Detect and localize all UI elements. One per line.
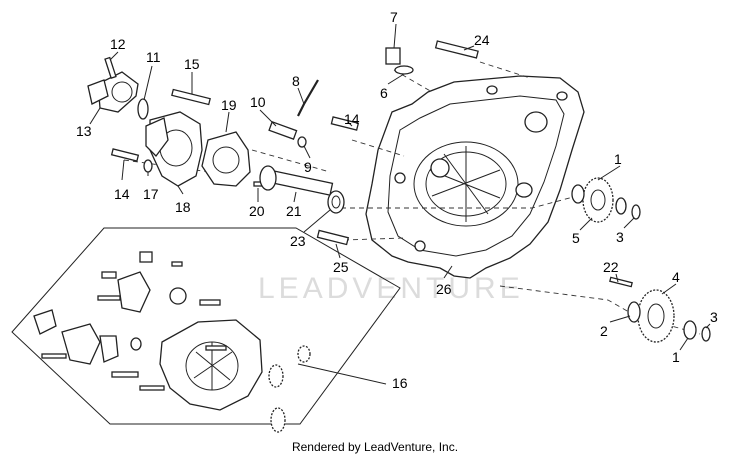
callout-20: 20 [249,203,265,219]
hose-8[interactable] [297,79,319,117]
plug-7[interactable] [385,47,401,65]
callout-8: 8 [292,73,300,89]
callout-5: 5 [572,230,580,246]
washer-1a2[interactable] [615,197,627,215]
callout-25: 25 [333,259,349,275]
pin-22[interactable] [609,276,633,288]
callout-1b: 1 [672,349,680,365]
watermark-text: LEADVENTURE [258,272,524,305]
callout-11: 11 [146,49,161,65]
callout-10: 10 [250,94,266,110]
callout-14a: 14 [114,186,130,202]
callout-2: 2 [600,323,608,339]
callout-18: 18 [175,199,191,215]
bolt-15[interactable] [171,88,211,106]
washer-1a[interactable] [571,184,585,204]
callout-16: 16 [392,375,408,391]
washer-1b[interactable] [683,320,697,340]
gasket-plate[interactable] [145,117,169,157]
washer-2[interactable] [627,301,641,323]
gasket-19[interactable] [201,131,251,187]
circlip-3b[interactable] [701,326,711,342]
callout-19: 19 [221,97,237,113]
callout-23: 23 [290,233,306,249]
assembly-inset-16[interactable] [11,227,401,433]
circlip-3a[interactable] [631,204,641,220]
callout-1a: 1 [614,151,622,167]
render-credit: Rendered by LeadVenture, Inc. [291,440,459,454]
bolt-25[interactable] [316,229,350,246]
callout-9: 9 [304,159,312,175]
callout-3a: 3 [616,229,624,245]
o-ring-6[interactable] [394,65,414,75]
o-ring-11[interactable] [137,98,149,120]
callout-17: 17 [143,186,159,202]
washer-9[interactable] [297,136,307,148]
callout-3b: 3 [710,309,718,325]
callout-13: 13 [76,123,92,139]
callout-12: 12 [110,36,126,52]
callout-15: 15 [184,56,200,72]
bolt-24[interactable] [434,40,479,59]
bolt-14b[interactable] [330,116,360,131]
callout-7: 7 [390,9,398,25]
callout-4: 4 [672,269,680,285]
pump-housing-13[interactable] [87,71,139,113]
gear-4[interactable] [637,289,675,343]
callout-24: 24 [474,32,490,48]
callout-21: 21 [286,203,302,219]
callout-labels: 12 11 13 15 19 10 8 9 14 7 6 24 17 14 18… [76,9,718,391]
gear-5[interactable] [582,177,614,223]
bolt-14a[interactable] [110,148,140,162]
fitting-10[interactable] [268,120,298,140]
shaft-21[interactable] [259,165,334,196]
clutch-cover[interactable] [365,75,585,279]
washer-17[interactable] [143,159,153,173]
seal-23[interactable] [327,190,345,214]
bolt-12[interactable] [104,56,117,79]
callout-14b: 14 [344,111,360,127]
leader-lines [89,23,711,385]
callout-6: 6 [380,85,388,101]
callout-22: 22 [603,259,619,275]
callout-26: 26 [436,281,452,297]
